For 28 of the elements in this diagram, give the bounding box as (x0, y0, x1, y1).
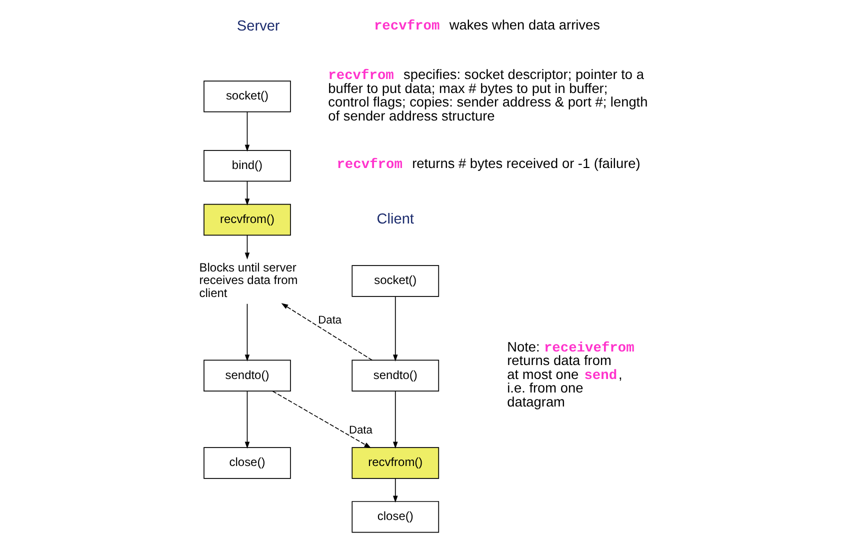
arrow (392, 390, 398, 449)
edge-label: Data (348, 424, 372, 436)
node-box: close() (351, 501, 439, 533)
label: Client (376, 211, 414, 228)
node-box: sendto() (203, 360, 290, 392)
label: Server (236, 18, 280, 35)
arrow (280, 303, 372, 361)
edge-label: Data (318, 314, 342, 327)
arrow (392, 296, 398, 362)
arrow (244, 390, 250, 449)
node-box: socket() (203, 80, 290, 112)
arrow (272, 390, 371, 448)
node-box: socket() (351, 265, 439, 297)
label: recvfrom wakes when data arrives (373, 17, 600, 34)
node-box: sendto() (351, 360, 439, 392)
arrow (392, 478, 398, 503)
label: recvfrom returns # bytes received or -1 (failure) (336, 156, 640, 174)
arrow (244, 112, 250, 152)
node-box: close() (203, 447, 290, 479)
node-box: recvfrom() (203, 204, 290, 236)
arrow (244, 181, 250, 206)
label: recvfrom specifies: socket descriptor; pointer to a buffer to put data; max # bytes to put in buffer; control flags; copies: sender address & port #; length of sender address structure (328, 67, 648, 124)
label: Note: receivefrom returns data from at most one send, i.e. from one datagram (506, 339, 634, 410)
node-text: Blocks until server receives data from client (198, 260, 298, 300)
arrow (244, 303, 250, 362)
node-box: bind() (203, 150, 290, 182)
node-box: recvfrom() (351, 447, 439, 479)
arrow (244, 234, 250, 260)
